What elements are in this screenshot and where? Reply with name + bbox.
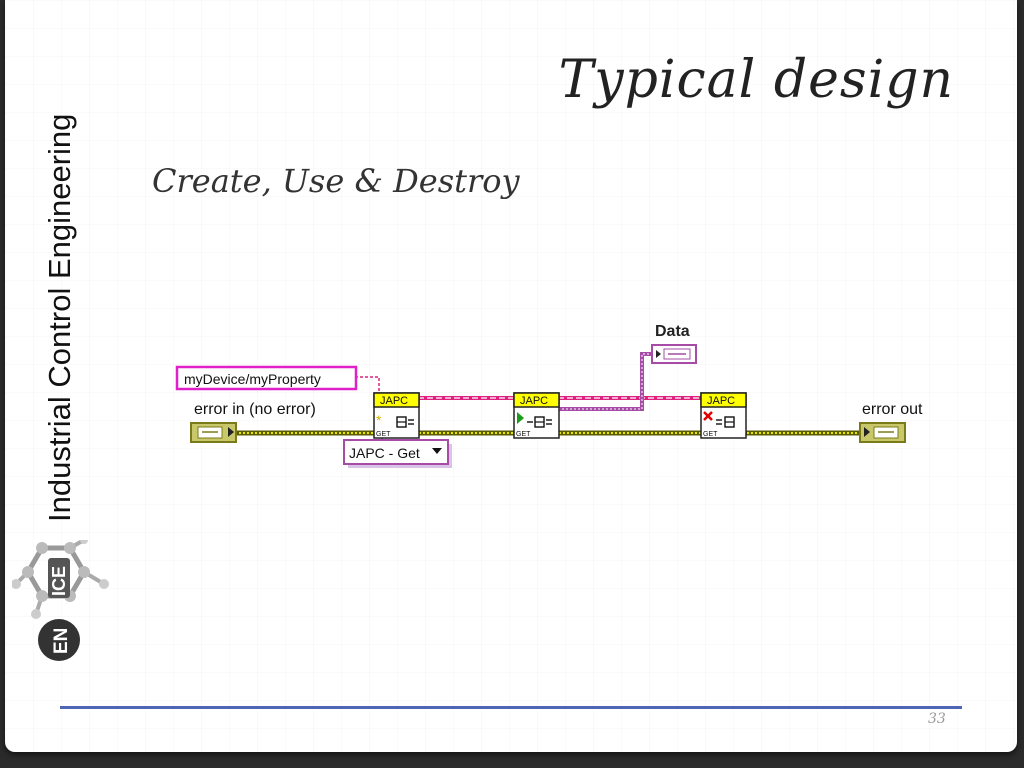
japc-destroy-block[interactable]: JAPC GET [700,392,747,439]
slide-subtitle: Create, Use & Destroy [152,162,520,200]
property-constant-text: myDevice/myProperty [184,371,321,387]
slide-title: Typical design [558,50,954,110]
play-icon [517,412,524,424]
molecule-icon [12,540,109,619]
create-star-icon: * [376,412,382,428]
japc-use-header: JAPC [520,395,548,407]
page-number: 33 [928,711,946,727]
bottom-rule [60,706,962,709]
data-label: Data [655,323,690,340]
error-in-terminal[interactable] [190,422,237,443]
slide [5,0,1017,752]
data-indicator[interactable] [651,344,697,364]
japc-use-sub: GET [516,431,531,438]
japc-create-sub: GET [376,431,391,438]
error-out-terminal[interactable] [859,422,906,443]
japc-create-header: JAPC [380,395,408,407]
error-out-label: error out [862,401,923,418]
japc-create-block[interactable]: JAPC * GET [373,392,420,439]
japc-destroy-header: JAPC [707,395,735,407]
operation-selector[interactable]: JAPC - Get [343,439,452,468]
data-wire [558,352,652,411]
property-wire [355,376,702,400]
operation-selector-value: JAPC - Get [349,445,420,461]
property-constant[interactable]: myDevice/myProperty [175,365,358,391]
ice-logo: ICE EN [12,540,109,661]
error-in-label: error in (no error) [194,401,316,418]
japc-destroy-sub: GET [703,431,718,438]
logo-text: ICE [49,566,69,596]
destroy-x-icon [703,411,713,421]
japc-use-block[interactable]: JAPC GET [513,392,560,439]
logo-prefix: EN [51,628,72,654]
dropdown-arrow-icon [432,448,442,454]
